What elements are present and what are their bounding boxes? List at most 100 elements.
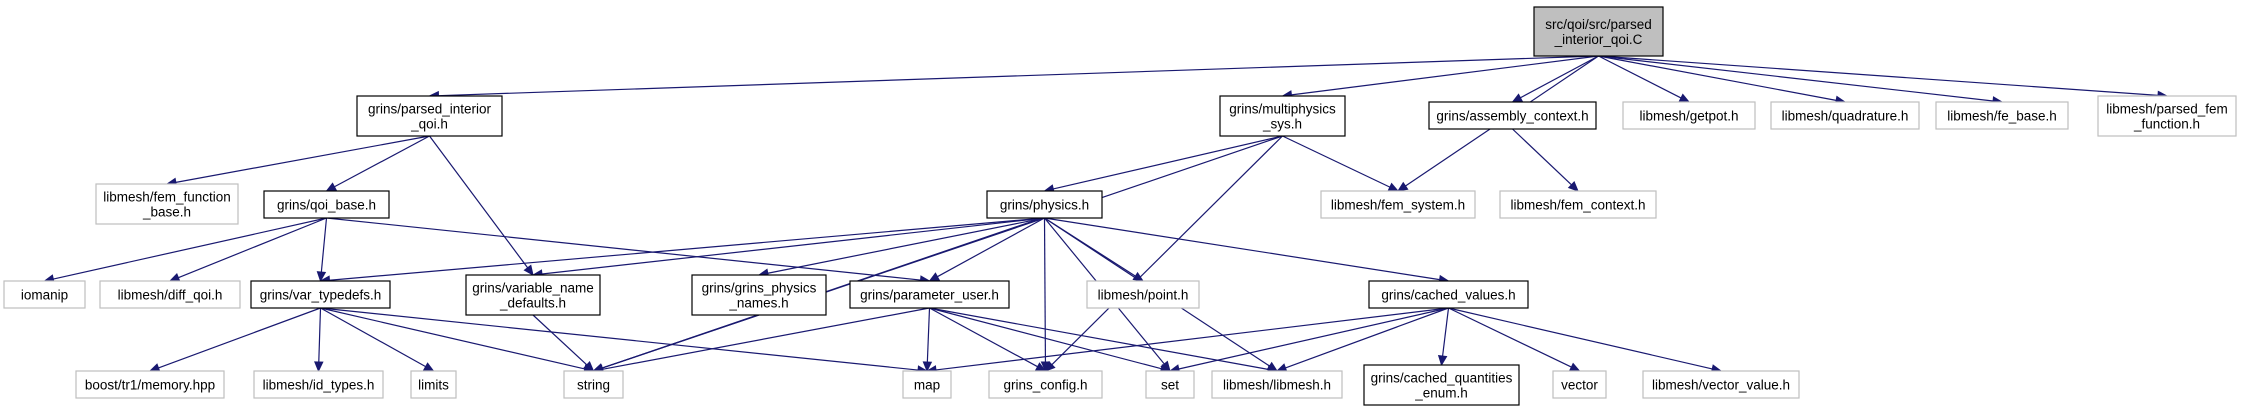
node-box[interactable]	[1428, 101, 1597, 130]
edge-line	[929, 307, 1162, 370]
edge-line	[541, 217, 1045, 275]
edge-arrowhead	[422, 362, 435, 372]
edge-line	[1291, 55, 1599, 96]
node-label-line: libmesh/libmesh.h	[1223, 378, 1331, 393]
node-qoi-base-h[interactable]: grins/qoi_base.h	[263, 190, 390, 219]
node-label-line: _qoi.h	[410, 117, 448, 132]
node-physics-h[interactable]: grins/physics.h	[986, 190, 1103, 219]
edge-arrowhead	[1568, 362, 1581, 372]
node-vector-value-h: libmesh/vector_value.h	[1642, 370, 1800, 399]
node-parameter-user-h[interactable]: grins/parameter_user.h	[849, 280, 1010, 309]
edge-assembly_context_h-to-fem_context_h	[1512, 128, 1579, 192]
node-label-line: grins/assembly_context.h	[1436, 109, 1588, 124]
edge-cached_values_h-to-cached_quantities_enum_h	[1437, 307, 1450, 367]
node-label-line: boost/tr1/memory.hpp	[85, 378, 215, 393]
node-box	[1320, 190, 1476, 219]
edge-line	[1448, 307, 1713, 370]
edge-arrowhead	[928, 272, 941, 282]
node-box	[1533, 6, 1664, 57]
edge-arrowhead	[1678, 93, 1691, 103]
node-box	[988, 370, 1103, 399]
edge-line	[1520, 55, 1599, 99]
node-label-line: _names.h	[728, 296, 788, 311]
node-box[interactable]	[986, 190, 1103, 219]
edge-line	[1053, 135, 1283, 190]
node-grins-config-h: grins_config.h	[988, 370, 1103, 399]
edge-physics_h-to-grins_physics_names_h	[757, 217, 1045, 278]
edge-physics_h-to-grins_config_h	[1040, 217, 1051, 373]
node-box	[1145, 370, 1195, 399]
node-label-line: grins/physics.h	[1000, 198, 1089, 213]
node-box	[1935, 101, 2069, 130]
node-cached-values-h[interactable]: grins/cached_values.h	[1368, 280, 1529, 309]
node-box	[75, 370, 225, 399]
edge-parsed_interior_qoi_h-to-fem_function_base_h	[165, 135, 430, 187]
edge-line	[937, 217, 1045, 278]
node-box[interactable]	[691, 274, 827, 316]
edge-line	[334, 135, 430, 188]
edge-cached_values_h-to-map	[925, 307, 1449, 375]
node-box	[1211, 370, 1343, 399]
node-label-line: grins_config.h	[1003, 378, 1087, 393]
edge-cached_values_h-to-vector_value_h	[1448, 307, 1723, 374]
edge-line	[1044, 217, 1440, 281]
edge-root-to-multiphysics_sys_h	[1281, 55, 1599, 100]
node-box[interactable]	[1363, 364, 1520, 406]
node-box	[3, 280, 86, 309]
edge-qoi_base_h-to-iomanip	[43, 217, 327, 284]
edge-line	[1178, 307, 1449, 370]
node-fem-context-h: libmesh/fem_context.h	[1499, 190, 1657, 219]
node-label-line: libmesh/fem_system.h	[1331, 198, 1465, 213]
node-cached-quantities-enum-h[interactable]: grins/cached_quantities_enum.h	[1363, 364, 1520, 406]
edge-qoi_base_h-to-diff_qoi_h	[168, 217, 327, 282]
edge-arrowhead	[1437, 354, 1448, 367]
node-parsed-interior-qoi-h[interactable]: grins/parsed_interior_qoi.h	[356, 95, 503, 137]
node-assembly-context-h[interactable]: grins/assembly_context.h	[1428, 101, 1597, 130]
node-label-line: grins/multiphysics	[1229, 102, 1336, 117]
edge-var_typedefs_h-to-id_types_h	[314, 307, 324, 373]
node-label-line: _sys.h	[1262, 117, 1302, 132]
edge-cached_values_h-to-vector	[1448, 307, 1581, 372]
edge-cached_values_h-to-libmesh_h	[1275, 307, 1449, 373]
node-id-types-h: libmesh/id_types.h	[253, 370, 384, 399]
node-memory-hpp: boost/tr1/memory.hpp	[75, 370, 225, 399]
node-label-line: limits	[418, 378, 449, 393]
edge-line	[767, 217, 1045, 274]
node-label-line: string	[577, 378, 610, 393]
edge-line	[929, 307, 1269, 370]
edge-root-to-parsed_fem_function_h	[1598, 55, 2169, 101]
node-box[interactable]	[849, 280, 1010, 309]
node-box[interactable]	[263, 190, 390, 219]
edge-line	[926, 307, 931, 363]
node-label-line: grins/var_typedefs.h	[260, 288, 382, 303]
node-box[interactable]	[1368, 280, 1529, 309]
node-label-line: vector	[1561, 378, 1598, 393]
node-box	[1642, 370, 1800, 399]
node-label-line: libmesh/fem_context.h	[1510, 198, 1645, 213]
edge-line	[1043, 217, 1047, 363]
node-variable-name-defaults-h[interactable]: grins/variable_name_defaults.h	[465, 274, 601, 316]
node-box[interactable]	[250, 280, 391, 309]
node-map: map	[902, 370, 952, 399]
node-box	[410, 370, 457, 399]
node-box	[1086, 280, 1200, 309]
node-label-line: src/qoi/src/parsed	[1545, 17, 1652, 32]
edge-var_typedefs_h-to-string	[320, 307, 595, 374]
node-box[interactable]	[465, 274, 601, 316]
edge-arrowhead	[1040, 361, 1051, 373]
node-multiphysics-sys-h[interactable]: grins/multiphysics_sys.h	[1219, 95, 1346, 137]
node-label-line: libmesh/id_types.h	[263, 378, 375, 393]
node-grins-physics-names-h[interactable]: grins/grins_physics_names.h	[691, 274, 827, 316]
node-label-line: _base.h	[142, 205, 191, 220]
edge-physics_h-to-cached_values_h	[1044, 217, 1450, 285]
edge-line	[1051, 135, 1283, 366]
node-label-line: libmesh/quadrature.h	[1782, 109, 1909, 124]
node-var-typedefs-h[interactable]: grins/var_typedefs.h	[250, 280, 391, 309]
edge-qoi_base_h-to-var_typedefs_h	[316, 217, 328, 283]
edge-line	[601, 314, 760, 369]
node-box[interactable]	[1219, 95, 1346, 137]
edge-line	[1598, 55, 1837, 101]
node-box[interactable]	[356, 95, 503, 137]
edge-line	[438, 55, 1599, 97]
